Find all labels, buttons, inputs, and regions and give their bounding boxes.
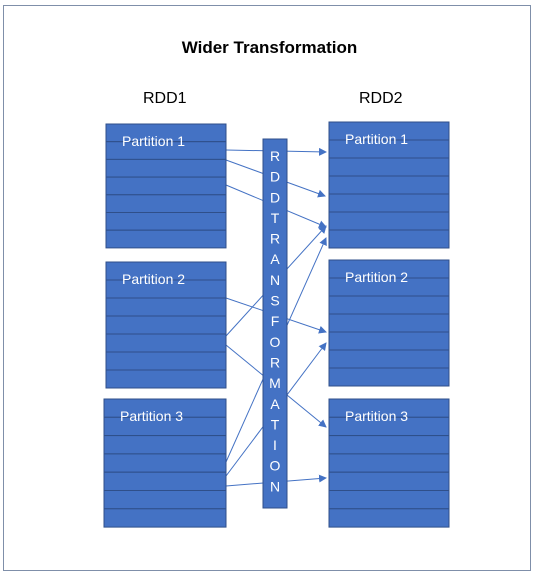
- transformation-bar: [262, 138, 288, 509]
- transformation-letter: R: [270, 148, 280, 164]
- transformation-letter: O: [270, 334, 281, 350]
- transformation-letter: D: [270, 169, 280, 185]
- transformation-letter: N: [270, 272, 280, 288]
- transformation-letter: I: [273, 437, 277, 453]
- rdd2-partition-3-row: [328, 471, 450, 492]
- rdd2-partition-3: Partition 3: [328, 398, 450, 528]
- transformation-letter: F: [271, 313, 280, 329]
- transformation-letter: A: [270, 251, 280, 267]
- transformation-letter: R: [270, 354, 280, 370]
- rdd2-partition-1-row: [328, 193, 450, 213]
- rdd1-partition-1-row: [105, 229, 227, 249]
- rdd2-partition-2-row: [328, 295, 450, 315]
- transformation-letter: N: [270, 478, 280, 494]
- rdd1-partition-1-row: [105, 194, 227, 214]
- rdd1-partition-3-row: [103, 471, 227, 492]
- rdd2-partition-2-row: [328, 313, 450, 333]
- diagram-title: Wider Transformation: [181, 38, 358, 57]
- rdd2-partition-2: Partition 2: [328, 259, 450, 387]
- transformation-letter: D: [270, 189, 280, 205]
- rdd1-partition-1-label: Partition 1: [122, 133, 185, 149]
- rdd1-partition-3-row: [103, 490, 227, 510]
- rdd1-partition-2-row: [105, 315, 227, 335]
- rdd2-partition-2-row: [328, 331, 450, 351]
- rdd2-partition-3-label: Partition 3: [345, 408, 408, 424]
- rdd1-partition-2: Partition 2: [105, 261, 227, 389]
- rdd1-label: RDD1: [143, 90, 187, 107]
- rdd1-partition-3-row: [103, 435, 227, 455]
- transformation-letter: T: [271, 416, 280, 432]
- rdd2-partition-1-row: [328, 229, 450, 249]
- transformation-letter: R: [270, 231, 280, 247]
- rdd2-partition-1: Partition 1: [328, 121, 450, 249]
- rdd1-partition-2-row: [105, 333, 227, 353]
- transformation-letter: T: [271, 210, 280, 226]
- rdd2-partition-2-label: Partition 2: [345, 269, 408, 285]
- rdd2-partition-1-row: [328, 157, 450, 177]
- rdd2-partition-1-row: [328, 175, 450, 195]
- rdd2-partition-3-row: [328, 453, 450, 473]
- rdd2-partition-1-label: Partition 1: [345, 131, 408, 147]
- rdd2-partition-2-row: [328, 367, 450, 387]
- rdd2-label: RDD2: [359, 90, 403, 107]
- rdd1-partition-2-row: [105, 351, 227, 371]
- rdd1-partition-3-row: [103, 453, 227, 473]
- rdd1-partition-1-row: [105, 212, 227, 231]
- transformation-letter: M: [269, 375, 281, 391]
- rdd1-partition-3-row: [103, 508, 227, 528]
- rdd2-partition-3-row: [328, 490, 450, 510]
- rdd2-partition-1-row: [328, 211, 450, 231]
- rdd1-partition-1-row: [105, 176, 227, 196]
- rdd1-partition-2-row: [105, 369, 227, 389]
- transformation-letter: A: [270, 396, 280, 412]
- rdd2-partition-3-row: [328, 508, 450, 528]
- transformation-letter: S: [270, 293, 279, 309]
- rdd1-partition-3-label: Partition 3: [120, 408, 183, 424]
- rdd2-partition-3-row: [328, 435, 450, 455]
- rdd2-partition-2-row: [328, 349, 450, 369]
- rdd1-partition-1-row: [105, 158, 227, 178]
- rdd1-partition-1: Partition 1: [105, 123, 227, 249]
- rdd1-partition-2-label: Partition 2: [122, 271, 185, 287]
- transformation-letter: O: [270, 458, 281, 474]
- rdd1-partition-3: Partition 3: [103, 398, 227, 528]
- rdd1-partition-2-row: [105, 297, 227, 317]
